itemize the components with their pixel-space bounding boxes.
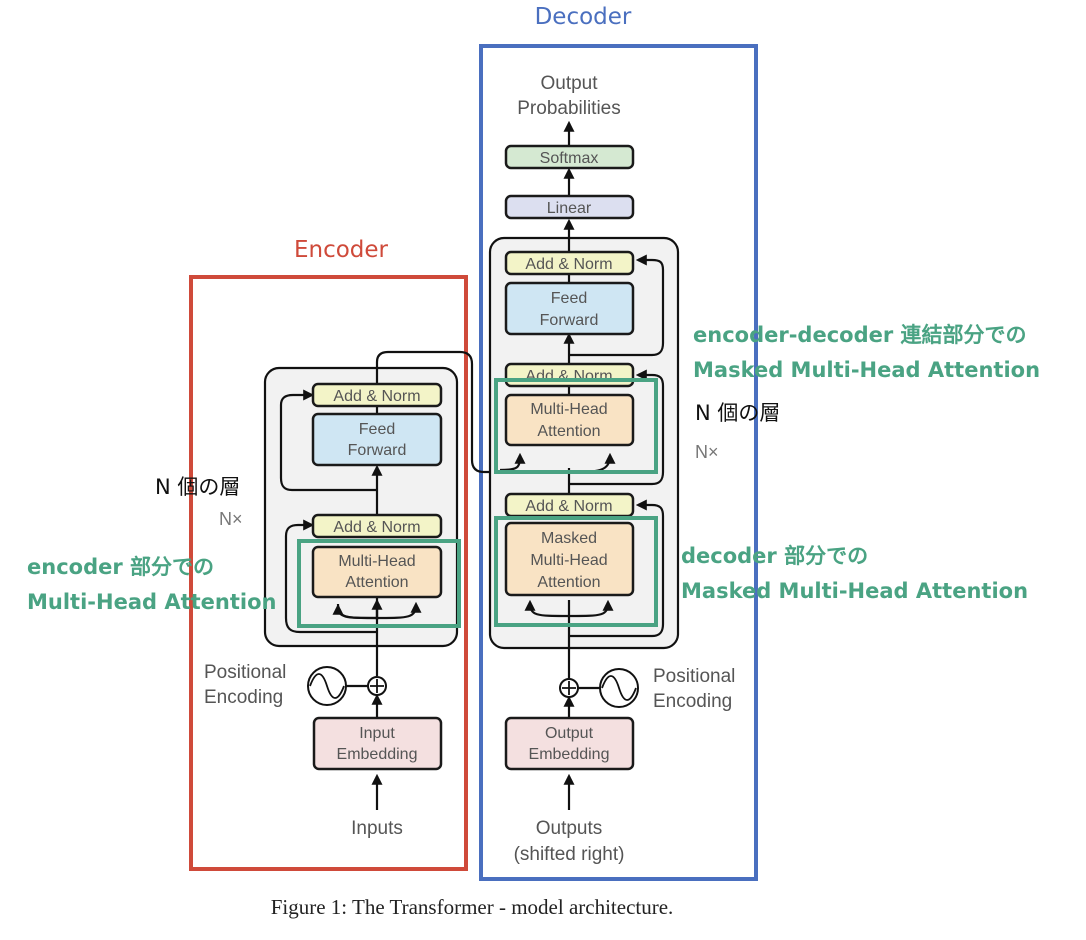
decoder-outputs-line1: Outputs xyxy=(536,818,603,839)
decoder-plus-glyph xyxy=(562,681,576,695)
encoder-frame xyxy=(189,275,468,871)
encoder-annotation-line1: encoder 部分での xyxy=(27,555,214,579)
encoder-attention-highlight xyxy=(297,539,461,628)
encoder-repeat-label: N× xyxy=(219,509,243,529)
encoder-sine-wave-glyph xyxy=(309,673,345,699)
decoder-masked-annotation-line1: decoder 部分での xyxy=(681,544,868,568)
figure-caption: Figure 1: The Transformer - model archit… xyxy=(271,895,674,919)
decoder-masked-line2: Multi-Head xyxy=(530,552,607,569)
decoder-ff-line2: Forward xyxy=(540,312,599,329)
encoder-residual-2 xyxy=(279,389,377,492)
decoder-sine-wave-glyph xyxy=(601,675,637,701)
encoder-input-embedding-block[interactable] xyxy=(312,716,443,771)
decoder-cross-annotation-line2: Masked Multi-Head Attention xyxy=(693,358,1040,382)
encoder-plus-glyph xyxy=(370,679,384,693)
decoder-softmax-block[interactable] xyxy=(504,144,635,170)
decoder-repeat-label: N× xyxy=(695,442,719,462)
decoder-masked-line3: Attention xyxy=(537,574,600,591)
encoder-ff-line1: Feed xyxy=(359,421,395,438)
decoder-ff-line1: Feed xyxy=(551,290,587,307)
encoder-emb-line2: Embedding xyxy=(337,746,418,763)
encoder-attn-left-arrow xyxy=(332,603,378,620)
decoder-softmax-label: Softmax xyxy=(540,150,599,167)
decoder-masked-annotation-line2: Masked Multi-Head Attention xyxy=(681,579,1028,603)
decoder-outputs-line2: (shifted right) xyxy=(514,844,625,865)
decoder-add-norm-3[interactable] xyxy=(504,250,635,276)
encoder-add-norm-1[interactable] xyxy=(311,513,443,539)
decoder-output-embedding-block[interactable] xyxy=(504,716,635,771)
encoder-attention-line1: Multi-Head xyxy=(338,553,415,570)
encoder-inputs-label: Inputs xyxy=(351,818,403,839)
decoder-cross-line1: Multi-Head xyxy=(530,401,607,418)
encoder-pe-line1: Positional xyxy=(204,662,286,683)
encoder-emb-line1: Input xyxy=(359,725,395,742)
encoder-attention-line2: Attention xyxy=(345,574,408,591)
decoder-add-norm-2-label: Add & Norm xyxy=(525,368,612,385)
decoder-cross-line2: Attention xyxy=(537,423,600,440)
encoder-add-norm-2[interactable] xyxy=(311,382,443,408)
decoder-feed-forward-block[interactable] xyxy=(504,281,635,336)
decoder-layers-note: N 個の層 xyxy=(695,401,780,425)
decoder-add-norm-1-label: Add & Norm xyxy=(525,498,612,515)
decoder-frame xyxy=(479,44,758,881)
decoder-cross-k-arrow xyxy=(499,452,526,472)
encoder-feed-forward-block[interactable] xyxy=(311,412,443,467)
encoder-title: Encoder xyxy=(294,237,389,263)
decoder-emb-line2: Embedding xyxy=(529,746,610,763)
decoder-output-line1: Output xyxy=(540,73,598,94)
decoder-emb-line1: Output xyxy=(545,725,594,742)
decoder-residual-1 xyxy=(569,499,665,638)
encoder-residual-1 xyxy=(284,519,377,634)
encoder-ff-line2: Forward xyxy=(348,442,407,459)
decoder-masked-attention-block[interactable] xyxy=(504,521,635,597)
decoder-linear-label: Linear xyxy=(547,200,592,217)
decoder-pe-line1: Positional xyxy=(653,666,735,687)
decoder-cross-attention-block[interactable] xyxy=(504,393,635,447)
decoder-residual-2 xyxy=(569,369,665,486)
decoder-title: Decoder xyxy=(535,4,632,30)
decoder-residual-3 xyxy=(569,254,665,357)
decoder-masked-right-arrow xyxy=(568,599,614,618)
decoder-linear-block[interactable] xyxy=(504,194,635,220)
decoder-output-line2: Probabilities xyxy=(517,98,621,119)
decoder-masked-line1: Masked xyxy=(541,530,597,547)
encoder-layers-note: N 個の層 xyxy=(155,475,240,499)
encoder-attention-block[interactable] xyxy=(311,545,443,599)
encoder-stack xyxy=(263,366,459,648)
decoder-pe-line2: Encoding xyxy=(653,691,732,712)
decoder-cross-annotation-line1: encoder-decoder 連結部分での xyxy=(693,323,1027,347)
encoder-add-norm-1-label: Add & Norm xyxy=(333,519,420,536)
decoder-cross-attention-highlight xyxy=(494,378,658,474)
decoder-add-norm-3-label: Add & Norm xyxy=(525,256,612,273)
decoder-masked-left-arrow xyxy=(524,599,570,618)
encoder-pe-line2: Encoding xyxy=(204,687,283,708)
encoder-annotation-line2: Multi-Head Attention xyxy=(27,590,276,614)
encoder-add-norm-2-label: Add & Norm xyxy=(333,388,420,405)
decoder-masked-attention-highlight xyxy=(494,516,658,627)
